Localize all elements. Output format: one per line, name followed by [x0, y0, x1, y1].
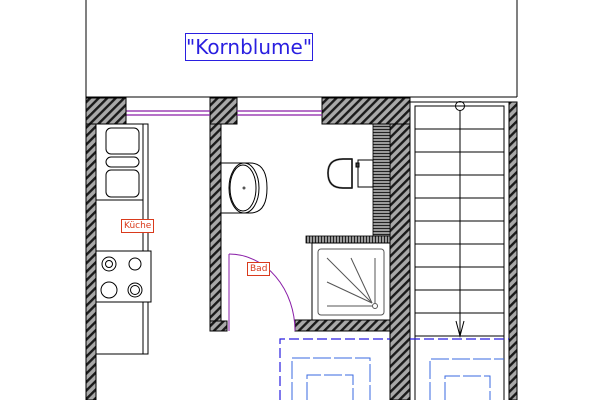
washbasin-icon	[220, 162, 268, 214]
tile-strips	[305, 123, 391, 244]
shower-tray-icon	[311, 242, 391, 321]
window	[126, 110, 322, 116]
room-label-bad: Bad	[247, 262, 271, 276]
stove-icon	[95, 250, 152, 303]
stair-start-icon	[455, 101, 465, 111]
upper-area	[85, 0, 518, 98]
stair-arrow-icon	[455, 320, 465, 338]
sink-icon	[96, 127, 143, 201]
door-icon	[228, 253, 296, 332]
kitchen-counter	[95, 123, 152, 355]
staircase	[410, 101, 509, 400]
room-label-kueche: Küche	[121, 219, 155, 233]
plan-title: "Kornblume"	[185, 33, 313, 61]
toilet-icon	[326, 158, 374, 189]
dashed-outlines	[279, 338, 509, 400]
walls	[85, 97, 518, 400]
